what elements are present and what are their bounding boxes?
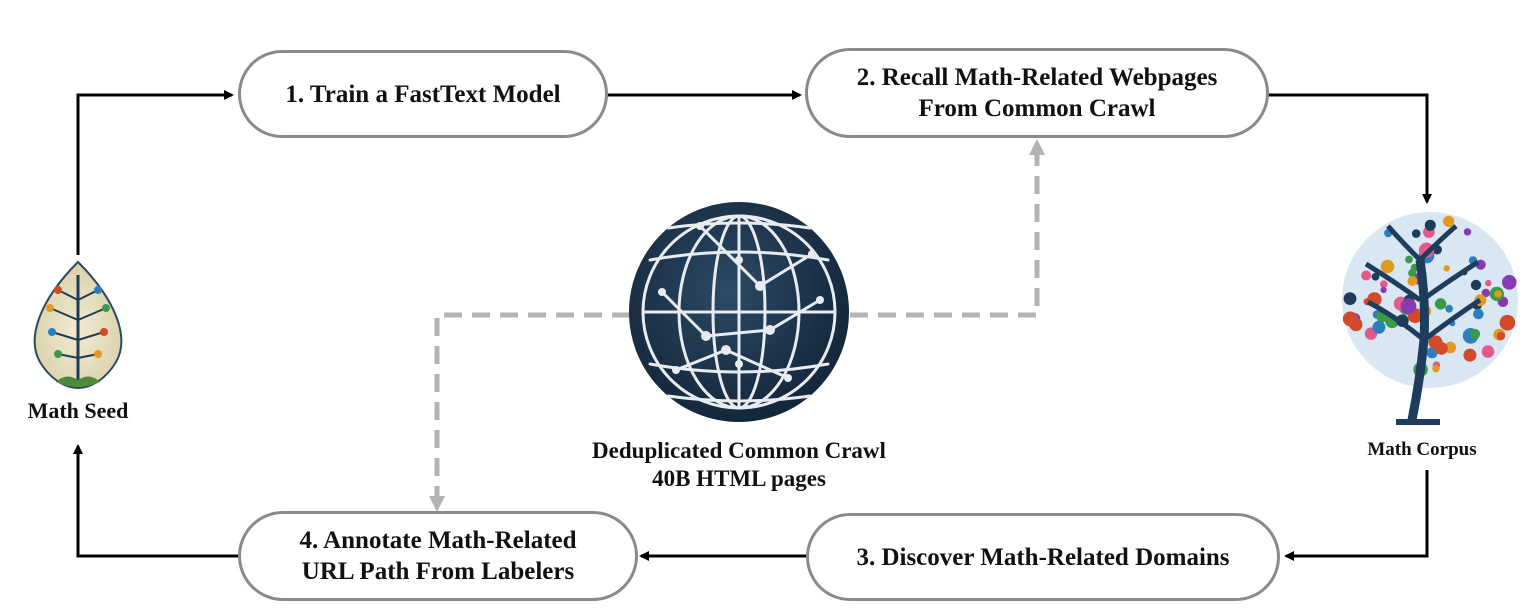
step4-label-line1: 4. Annotate Math-Related <box>299 527 577 554</box>
leaf-tree-icon <box>33 260 123 390</box>
step4-label-line2: URL Path From Labelers <box>301 558 575 585</box>
corpus-symbol-dot <box>1372 320 1386 334</box>
common-crawl-line2: 40B HTML pages <box>652 466 826 491</box>
corpus-symbol-dot <box>1496 331 1506 341</box>
corpus-symbol-dot <box>1428 335 1443 350</box>
corpus-symbol-dot <box>1463 348 1477 362</box>
step3-discover-domains: 3. Discover Math-Related Domains <box>806 513 1280 601</box>
corpus-symbol-dot <box>1445 304 1453 313</box>
corpus-symbol-dot <box>1473 308 1484 320</box>
corpus-symbol-dot <box>1380 280 1388 289</box>
math-tree-icon <box>1342 212 1518 425</box>
corpus-symbol-dot <box>1499 314 1516 331</box>
corpus-symbol-dot <box>1494 290 1502 298</box>
corpus-symbol-dot <box>1424 219 1436 231</box>
step1-label: 1. Train a FastText Model <box>285 80 561 108</box>
step2-label-line1: 2. Recall Math-Related Webpages <box>856 64 1218 91</box>
corpus-symbol-dot <box>1361 270 1372 281</box>
corpus-symbol-dot <box>1349 318 1363 332</box>
corpus-symbol-dot <box>1411 229 1421 238</box>
corpus-symbol-dot <box>1434 298 1447 310</box>
corpus-symbol-dot <box>1443 265 1450 272</box>
corpus-symbol-dot <box>1470 279 1482 291</box>
corpus-symbol-dot <box>1502 275 1517 290</box>
dashed-arrow-crawl-to-step2 <box>850 139 1045 318</box>
corpus-symbol-dot <box>1443 215 1455 228</box>
step4-annotate-url-path: 4. Annotate Math-Related URL Path From L… <box>238 511 638 601</box>
dashed-arrow-crawl-to-step4 <box>429 312 630 512</box>
corpus-symbol-dot <box>1469 328 1481 340</box>
corpus-symbol-dot <box>1343 292 1357 305</box>
step2-recall-webpages: 2. Recall Math-Related Webpages From Com… <box>805 48 1269 138</box>
corpus-symbol-dot <box>1481 345 1495 358</box>
corpus-symbol-dot <box>1380 286 1387 294</box>
math-corpus-label: Math Corpus <box>1367 439 1477 460</box>
corpus-symbol-dot <box>1426 347 1438 359</box>
corpus-symbol-dot <box>1432 365 1440 373</box>
math-seed-label: Math Seed <box>27 398 129 423</box>
corpus-symbol-dot <box>1405 255 1413 264</box>
corpus-symbol-dot <box>1371 272 1380 281</box>
step3-label: 3. Discover Math-Related Domains <box>856 543 1230 571</box>
arrow-corpus-to-step3 <box>1284 470 1429 561</box>
arrow-step4-to-seed <box>73 444 238 558</box>
corpus-symbol-dot <box>1463 228 1472 236</box>
arrow-seed-to-step1 <box>76 90 234 255</box>
common-crawl-line1: Deduplicated Common Crawl <box>592 438 886 463</box>
arrow-step2-to-corpus <box>1268 93 1432 204</box>
step2-label-line2: From Common Crawl <box>918 95 1156 122</box>
corpus-symbol-dot <box>1380 259 1395 274</box>
step1-train-fasttext: 1. Train a FastText Model <box>238 50 608 138</box>
common-crawl-label: Deduplicated Common Crawl 40B HTML pages <box>560 437 918 493</box>
corpus-symbol-dot <box>1481 288 1491 298</box>
corpus-symbol-dot <box>1485 279 1492 287</box>
globe-icon <box>629 202 849 422</box>
corpus-symbol-dot <box>1475 259 1486 270</box>
corpus-symbol-dot <box>1407 276 1418 286</box>
corpus-symbol-dot <box>1400 298 1417 315</box>
